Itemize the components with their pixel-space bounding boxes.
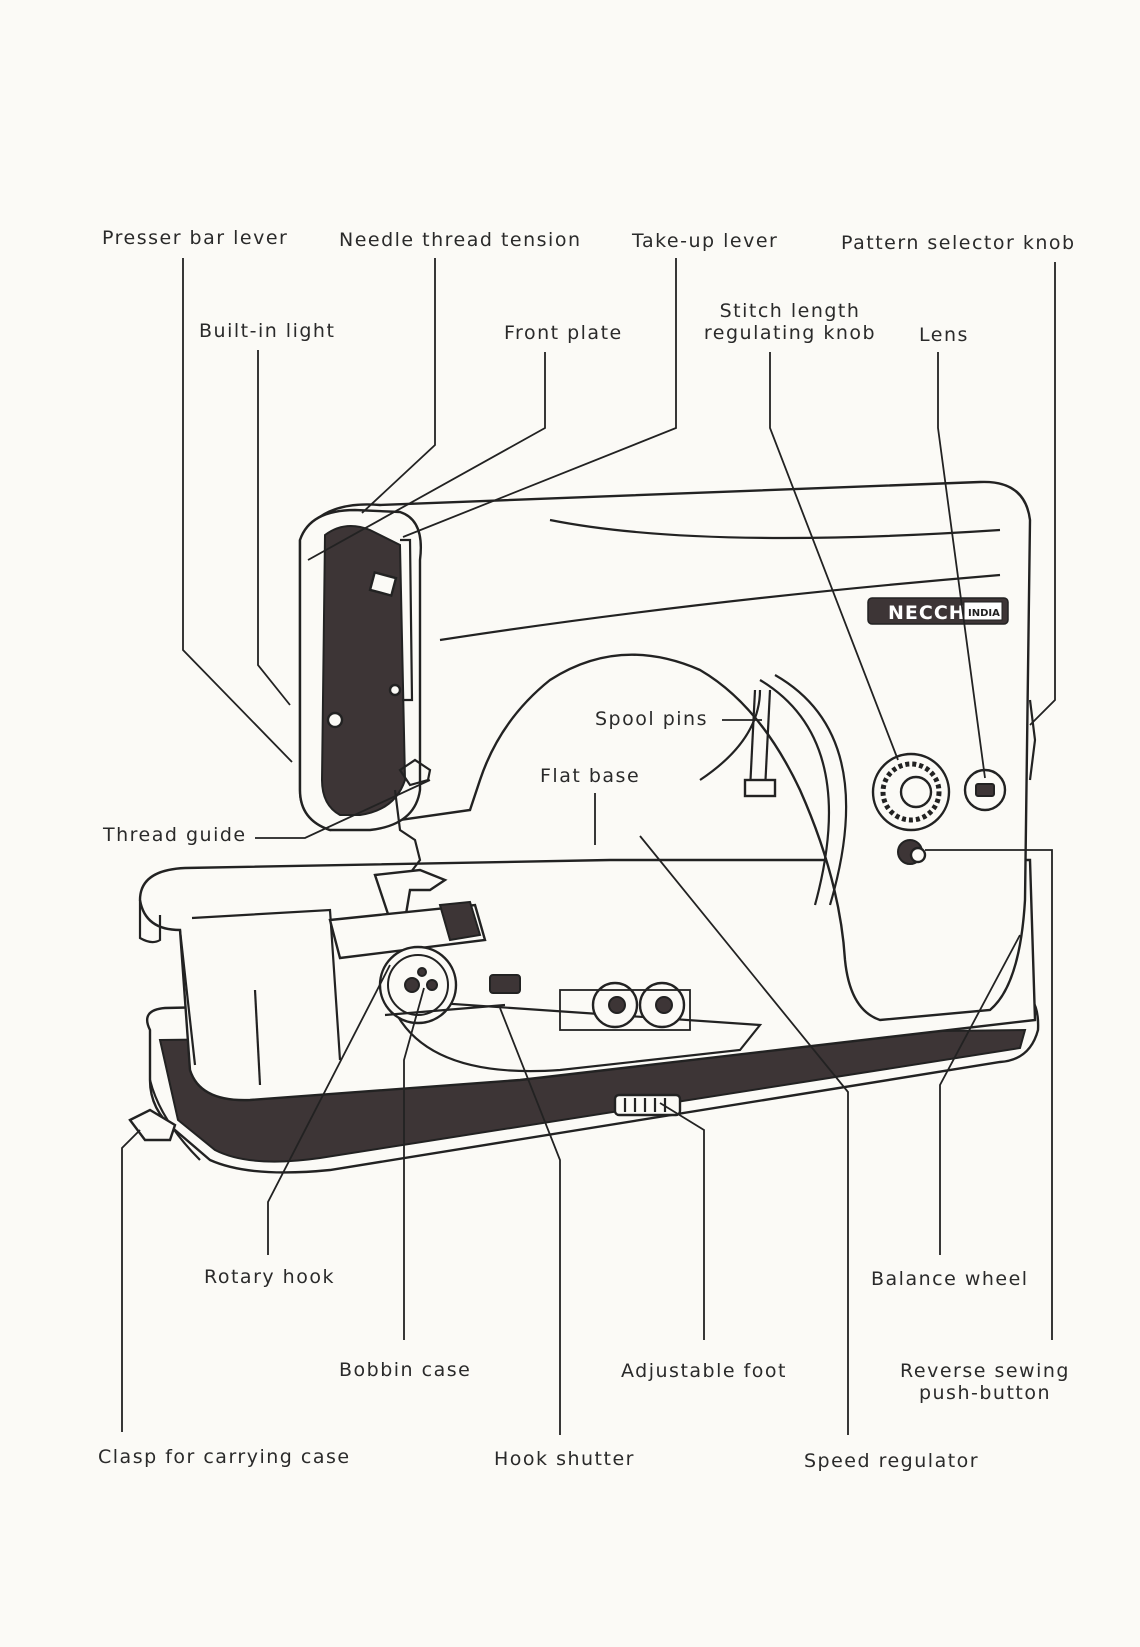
adjustable-foot	[613, 1093, 682, 1117]
label-stitch-length-knob: Stitch length regulating knob	[700, 300, 880, 344]
label-flat-base: Flat base	[540, 765, 641, 787]
label-needle-thread-tension: Needle thread tension	[339, 229, 582, 251]
label-hook-shutter: Hook shutter	[494, 1448, 635, 1470]
leader-lines	[121, 258, 1056, 1435]
feet	[128, 1093, 682, 1142]
label-built-in-light: Built-in light	[199, 320, 336, 342]
needle-assembly	[328, 758, 691, 1031]
label-stitch-length-line1: Stitch length	[719, 300, 861, 322]
clasp	[128, 1108, 177, 1142]
label-spool-pins: Spool pins	[595, 708, 708, 730]
label-rotary-hook: Rotary hook	[204, 1266, 335, 1288]
label-reverse-line2: push-button	[918, 1382, 1052, 1404]
controls	[871, 699, 1037, 865]
front-plate	[298, 508, 422, 832]
label-take-up-lever: Take-up lever	[632, 230, 779, 252]
label-presser-bar-lever: Presser bar lever	[102, 227, 289, 249]
brand-name: NECCHI	[888, 602, 974, 624]
label-thread-guide: Thread guide	[103, 824, 247, 846]
machine-arm	[298, 480, 1032, 1022]
label-balance-wheel: Balance wheel	[871, 1268, 1029, 1290]
label-pattern-selector-knob: Pattern selector knob	[841, 232, 1076, 254]
label-adjustable-foot: Adjustable foot	[621, 1360, 787, 1382]
label-front-plate: Front plate	[504, 322, 623, 344]
label-clasp-carrying-case: Clasp for carrying case	[98, 1446, 351, 1468]
brand-badge-text: INDIA	[968, 608, 1000, 619]
label-reverse-line1: Reverse sewing	[900, 1360, 1070, 1382]
label-speed-regulator: Speed regulator	[804, 1450, 980, 1472]
label-bobbin-case: Bobbin case	[339, 1359, 472, 1381]
label-stitch-length-line2: regulating knob	[703, 322, 877, 344]
label-lens: Lens	[919, 324, 969, 346]
label-reverse-sewing-button: Reverse sewing push-button	[880, 1360, 1090, 1404]
brand-badge: NECCHI INDIA	[867, 597, 1009, 625]
